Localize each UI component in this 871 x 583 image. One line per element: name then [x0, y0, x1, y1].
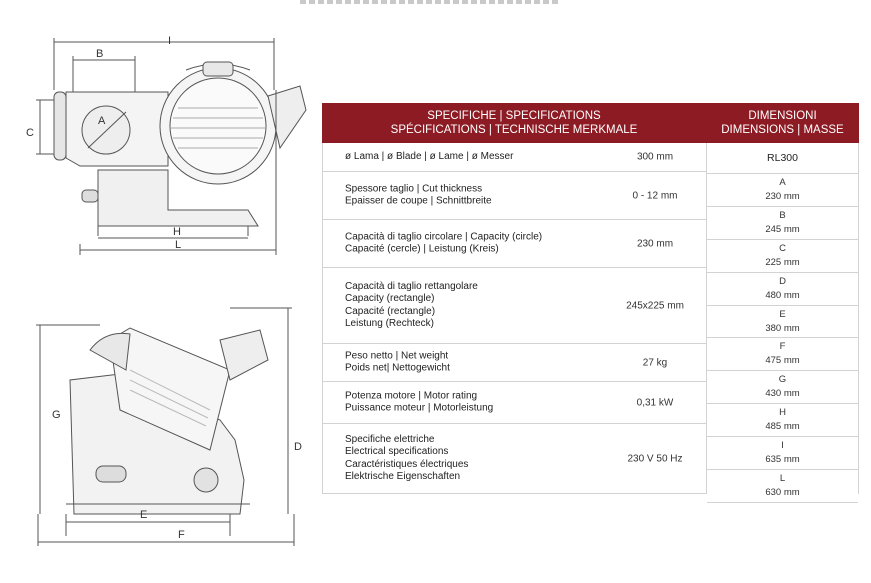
dim-label-e: E	[140, 509, 147, 521]
spec-label-line: Capacité (cercle) | Leistung (Kreis)	[345, 243, 499, 255]
dimension-letter: A	[779, 177, 786, 188]
spec-value: 27 kg	[642, 357, 668, 368]
dimensions-header-line1: DIMENSIONI	[748, 110, 817, 122]
specifications-header-line2: SPÉCIFICATIONS | TECHNISCHE MERKMALE	[390, 124, 638, 136]
spec-label-line: Epaisser de coupe | Schnittbreite	[345, 195, 492, 207]
dimension-value: 630 mm	[765, 487, 800, 499]
dim-label-l: L	[175, 239, 181, 251]
dimension-value: 635 mm	[765, 454, 800, 466]
dimension-letter: F	[779, 341, 786, 353]
front-view-drawing: I B A C H L	[26, 35, 307, 255]
spec-label-line: Puissance moteur | Motorleistung	[345, 402, 494, 414]
dimensions-body: A 230 mm B 245 mm C 225 mm D 480 mm E 380 mm F 475 …	[707, 174, 858, 503]
spec-label-line: Capacità di taglio rettangolare	[345, 280, 478, 292]
dim-label-f: F	[178, 529, 185, 541]
dimension-letter: G	[778, 374, 787, 386]
spec-value: 0 - 12 mm	[632, 190, 678, 201]
dim-label-g: G	[52, 409, 61, 421]
dimension-row: F 475 mm	[707, 338, 858, 372]
dimension-value: 245 mm	[765, 223, 800, 235]
dim-label-c: C	[26, 127, 34, 139]
dimensions-header-line2: DIMENSIONS | MASSE	[721, 124, 844, 136]
dimension-row: I 635 mm	[707, 437, 858, 471]
spec-label: Capacità di taglio circolare | Capacity …	[345, 231, 542, 256]
spec-row: ø Lama | ø Blade | ø Lame | ø Messer 300 …	[323, 143, 706, 172]
dimension-letter: C	[779, 242, 786, 254]
dimension-value: 230 mm	[765, 191, 800, 202]
dimension-row: A 230 mm	[707, 174, 858, 207]
spec-label-line: Poids net| Nettogewicht	[345, 362, 450, 374]
spec-value: 245x225 mm	[626, 300, 684, 311]
dimension-letter: D	[779, 275, 786, 287]
dimension-row: D 480 mm	[707, 273, 858, 306]
dim-label-a: A	[98, 115, 106, 127]
dimension-letter: I	[781, 440, 784, 452]
dimension-row: C 225 mm	[707, 240, 858, 273]
dimension-value: 475 mm	[765, 355, 800, 367]
spec-label-line: Electrical specifications	[345, 446, 449, 457]
spec-label-line: Spessore taglio | Cut thickness	[345, 183, 483, 194]
spec-row: Capacità di taglio circolare | Capacity …	[323, 220, 706, 268]
dimensions-header: DIMENSIONI DIMENSIONS | MASSE	[706, 103, 859, 143]
dimension-letter: E	[779, 308, 786, 320]
dimension-row: H 485 mm	[707, 404, 858, 438]
spec-label-line: Caractéristiques électriques	[345, 458, 469, 470]
spec-label-line: ø Lama | ø Blade | ø Lame | ø Messer	[345, 150, 514, 162]
spec-value: 0,31 kW	[636, 397, 674, 408]
spec-value: 230 mm	[636, 238, 674, 249]
spec-label-line: Elektrische Eigenschaften	[345, 471, 461, 482]
dimension-value: 225 mm	[765, 256, 800, 268]
dim-label-b: B	[96, 48, 103, 60]
dimension-row: E 380 mm	[707, 306, 858, 339]
model-name: RL300	[707, 143, 858, 174]
dimensions-table: DIMENSIONI DIMENSIONS | MASSE RL300 A 230…	[706, 103, 859, 503]
spec-label: ø Lama | ø Blade | ø Lame | ø Messer	[345, 151, 513, 164]
dim-label-i: I	[168, 35, 171, 47]
dimension-row: B 245 mm	[707, 207, 858, 240]
dimension-row: L 630 mm	[707, 470, 858, 503]
spec-value: 300 mm	[636, 151, 674, 163]
side-view-drawing: G D E F	[36, 307, 302, 546]
spec-value: 230 V 50 Hz	[627, 453, 683, 464]
specifications-body: ø Lama | ø Blade | ø Lame | ø Messer 300 …	[322, 143, 706, 494]
dimension-value: 380 mm	[765, 322, 800, 334]
dimension-letter: B	[779, 209, 786, 221]
spec-label-line: Leistung (Rechteck)	[345, 318, 434, 329]
spec-label-line: Specifiche elettriche	[345, 433, 435, 445]
dim-label-d: D	[294, 441, 302, 453]
spec-label-line: Capacity (rectangle)	[345, 293, 435, 304]
cropped-caption-strip	[300, 0, 560, 4]
dimension-value: 480 mm	[765, 289, 800, 301]
spec-label-line: Capacità di taglio circolare | Capacity …	[345, 231, 543, 242]
spec-label-line: Peso netto | Net weight	[345, 350, 449, 361]
dim-label-h: H	[173, 226, 181, 238]
dimension-value: 485 mm	[765, 421, 800, 433]
dimension-value: 430 mm	[765, 388, 800, 400]
specifications-header: SPECIFICHE | SPECIFICATIONS SPÉCIFICATIO…	[322, 103, 706, 143]
dimension-row: G 430 mm	[707, 371, 858, 405]
dimension-letter: L	[779, 473, 786, 485]
spec-label-line: Capacité (rectangle)	[345, 305, 436, 317]
spec-label-line: Potenza motore | Motor rating	[345, 390, 478, 401]
specifications-header-line1: SPECIFICHE | SPECIFICATIONS	[427, 110, 601, 122]
dimension-letter: H	[779, 407, 786, 419]
specifications-table: SPECIFICHE | SPECIFICATIONS SPÉCIFICATIO…	[322, 103, 706, 494]
